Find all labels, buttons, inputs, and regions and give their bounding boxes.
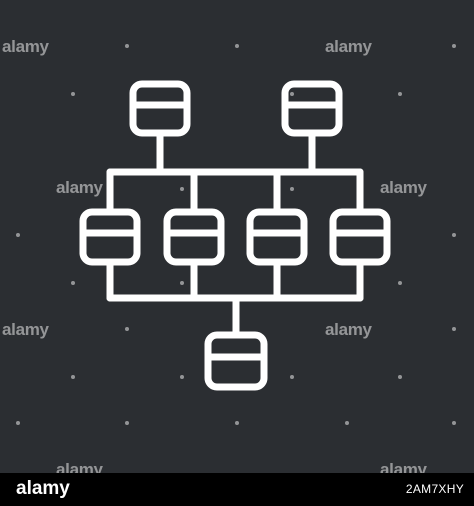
watermark-dot <box>180 375 184 379</box>
watermark-dot <box>235 421 239 425</box>
watermark-dot <box>235 44 239 48</box>
bottom-database <box>204 331 268 391</box>
top-right-database <box>281 80 343 137</box>
watermark-dot <box>290 375 294 379</box>
watermark-dot <box>290 187 294 191</box>
watermark-dot <box>125 421 129 425</box>
watermark-text: alamy <box>325 37 372 56</box>
database-network-icon <box>79 80 391 391</box>
image-id: 2AM7XHY <box>405 482 464 496</box>
watermark-dot <box>452 233 456 237</box>
watermark-dot <box>290 92 294 96</box>
watermark-dot <box>345 421 349 425</box>
watermark-text: alamy <box>56 178 103 197</box>
watermark-dot <box>16 421 20 425</box>
middle-database-3 <box>246 208 308 266</box>
watermark-dot <box>71 375 75 379</box>
watermark-dot <box>398 92 402 96</box>
footer-bar: alamy 2AM7XHY <box>0 473 474 506</box>
footer-logo: alamy <box>16 478 70 499</box>
image-canvas: alamy alamy alamy alamy alamy alamy alam… <box>0 0 474 479</box>
watermark-text: alamy <box>380 178 427 197</box>
middle-database-2 <box>163 208 225 266</box>
watermark-dot <box>16 233 20 237</box>
middle-database-4 <box>329 208 391 266</box>
watermark-dot <box>125 44 129 48</box>
watermark-text: alamy <box>325 320 372 339</box>
watermark-dot <box>452 44 456 48</box>
watermark-dot <box>125 327 129 331</box>
watermark-dot <box>71 92 75 96</box>
top-left-database <box>129 80 191 137</box>
connector-lines <box>106 129 364 337</box>
watermark-text: alamy <box>2 37 49 56</box>
middle-database-1 <box>79 208 141 266</box>
watermark-dot <box>398 375 402 379</box>
watermark-dot <box>452 421 456 425</box>
watermark-dot <box>71 281 75 285</box>
watermark-dot <box>180 187 184 191</box>
watermark-dot <box>452 327 456 331</box>
watermark-dot <box>180 281 184 285</box>
watermark-text: alamy <box>2 320 49 339</box>
watermark-dot <box>398 281 402 285</box>
